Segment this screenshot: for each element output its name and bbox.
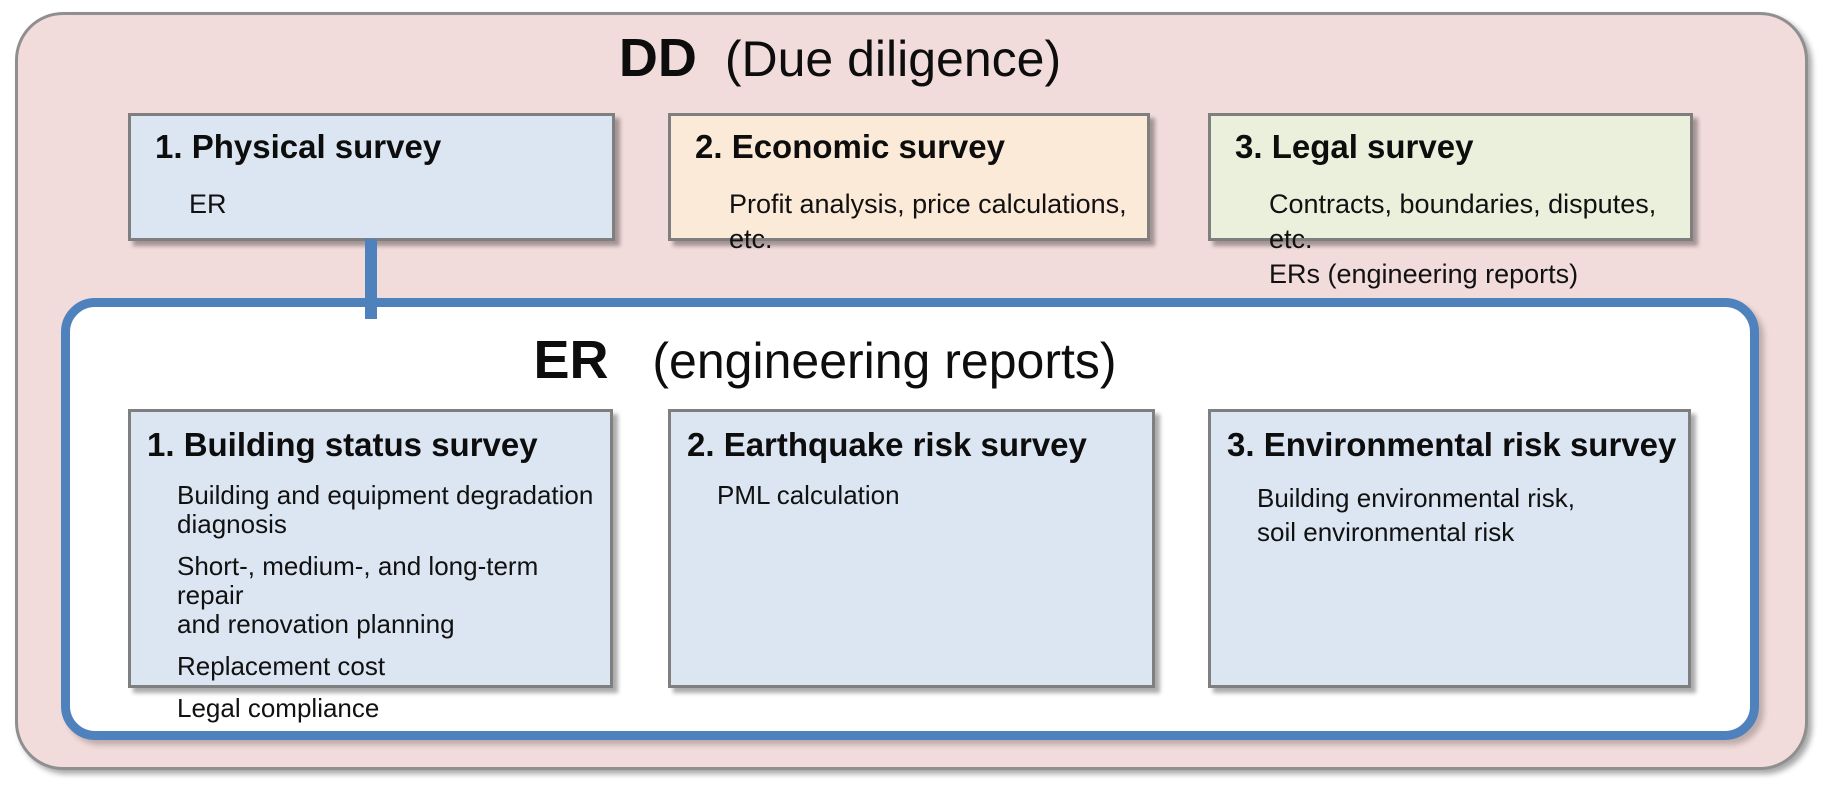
environmental-risk-line: soil environmental risk bbox=[1257, 517, 1515, 547]
building-status-line: diagnosis bbox=[177, 509, 287, 539]
physical-survey-box: 1. Physical survey ER bbox=[128, 113, 615, 241]
environmental-risk-survey-body: Building environmental risk, soil enviro… bbox=[1257, 481, 1676, 549]
legal-survey-body: Contracts, boundaries, disputes, etc. ER… bbox=[1269, 187, 1680, 292]
legal-survey-line: ERs (engineering reports) bbox=[1269, 259, 1579, 289]
economic-survey-box: 2. Economic survey Profit analysis, pric… bbox=[668, 113, 1150, 254]
building-status-line: Legal compliance bbox=[177, 693, 380, 723]
earthquake-risk-line: PML calculation bbox=[717, 480, 900, 510]
dd-title-abbr: DD bbox=[618, 28, 697, 88]
economic-survey-body: Profit analysis, price calculations, etc… bbox=[729, 187, 1137, 257]
legal-survey-title: 3. Legal survey bbox=[1235, 128, 1474, 165]
dd-title-full: (Due diligence) bbox=[724, 31, 1062, 87]
building-status-survey-box: 1. Building status survey Building and e… bbox=[128, 409, 613, 723]
earthquake-risk-survey-title: 2. Earthquake risk survey bbox=[687, 426, 1087, 463]
physical-survey-body: ER bbox=[189, 187, 602, 222]
legal-survey-line: Contracts, boundaries, disputes, etc. bbox=[1269, 189, 1657, 254]
building-status-survey-title: 1. Building status survey bbox=[147, 426, 538, 463]
er-section-container: ER (engineering reports) 1. Building sta… bbox=[61, 298, 1759, 740]
physical-survey-title: 1. Physical survey bbox=[155, 128, 442, 165]
earthquake-risk-survey-body: PML calculation bbox=[717, 481, 1140, 510]
economic-survey-line: Profit analysis, price calculations, bbox=[729, 189, 1127, 219]
dd-section-container: DD (Due diligence) 1. Physical survey ER… bbox=[15, 12, 1808, 770]
environmental-risk-line: Building environmental risk, bbox=[1257, 483, 1575, 513]
earthquake-risk-survey-box: 2. Earthquake risk survey PML calculatio… bbox=[668, 409, 1155, 688]
building-status-line: Building and equipment degradation bbox=[177, 480, 594, 510]
er-title: ER (engineering reports) bbox=[533, 329, 1116, 391]
building-status-line: Replacement cost bbox=[177, 651, 386, 681]
physical-survey-line: ER bbox=[189, 189, 227, 219]
economic-survey-line: etc. bbox=[729, 224, 773, 254]
environmental-risk-survey-box: 3. Environmental risk survey Building en… bbox=[1208, 409, 1691, 688]
building-status-line: Short-, medium-, and long-term repair bbox=[177, 551, 539, 610]
economic-survey-title: 2. Economic survey bbox=[695, 128, 1005, 165]
legal-survey-box: 3. Legal survey Contracts, boundaries, d… bbox=[1208, 113, 1693, 289]
er-title-full: (engineering reports) bbox=[652, 333, 1117, 389]
dd-title: DD (Due diligence) bbox=[619, 27, 1061, 89]
environmental-risk-survey-title: 3. Environmental risk survey bbox=[1227, 426, 1677, 463]
building-status-survey-body: Building and equipment degradation diagn… bbox=[177, 481, 598, 723]
building-status-line: and renovation planning bbox=[177, 609, 455, 639]
physical-to-er-connector-line bbox=[365, 239, 377, 319]
er-title-abbr: ER bbox=[533, 330, 609, 390]
